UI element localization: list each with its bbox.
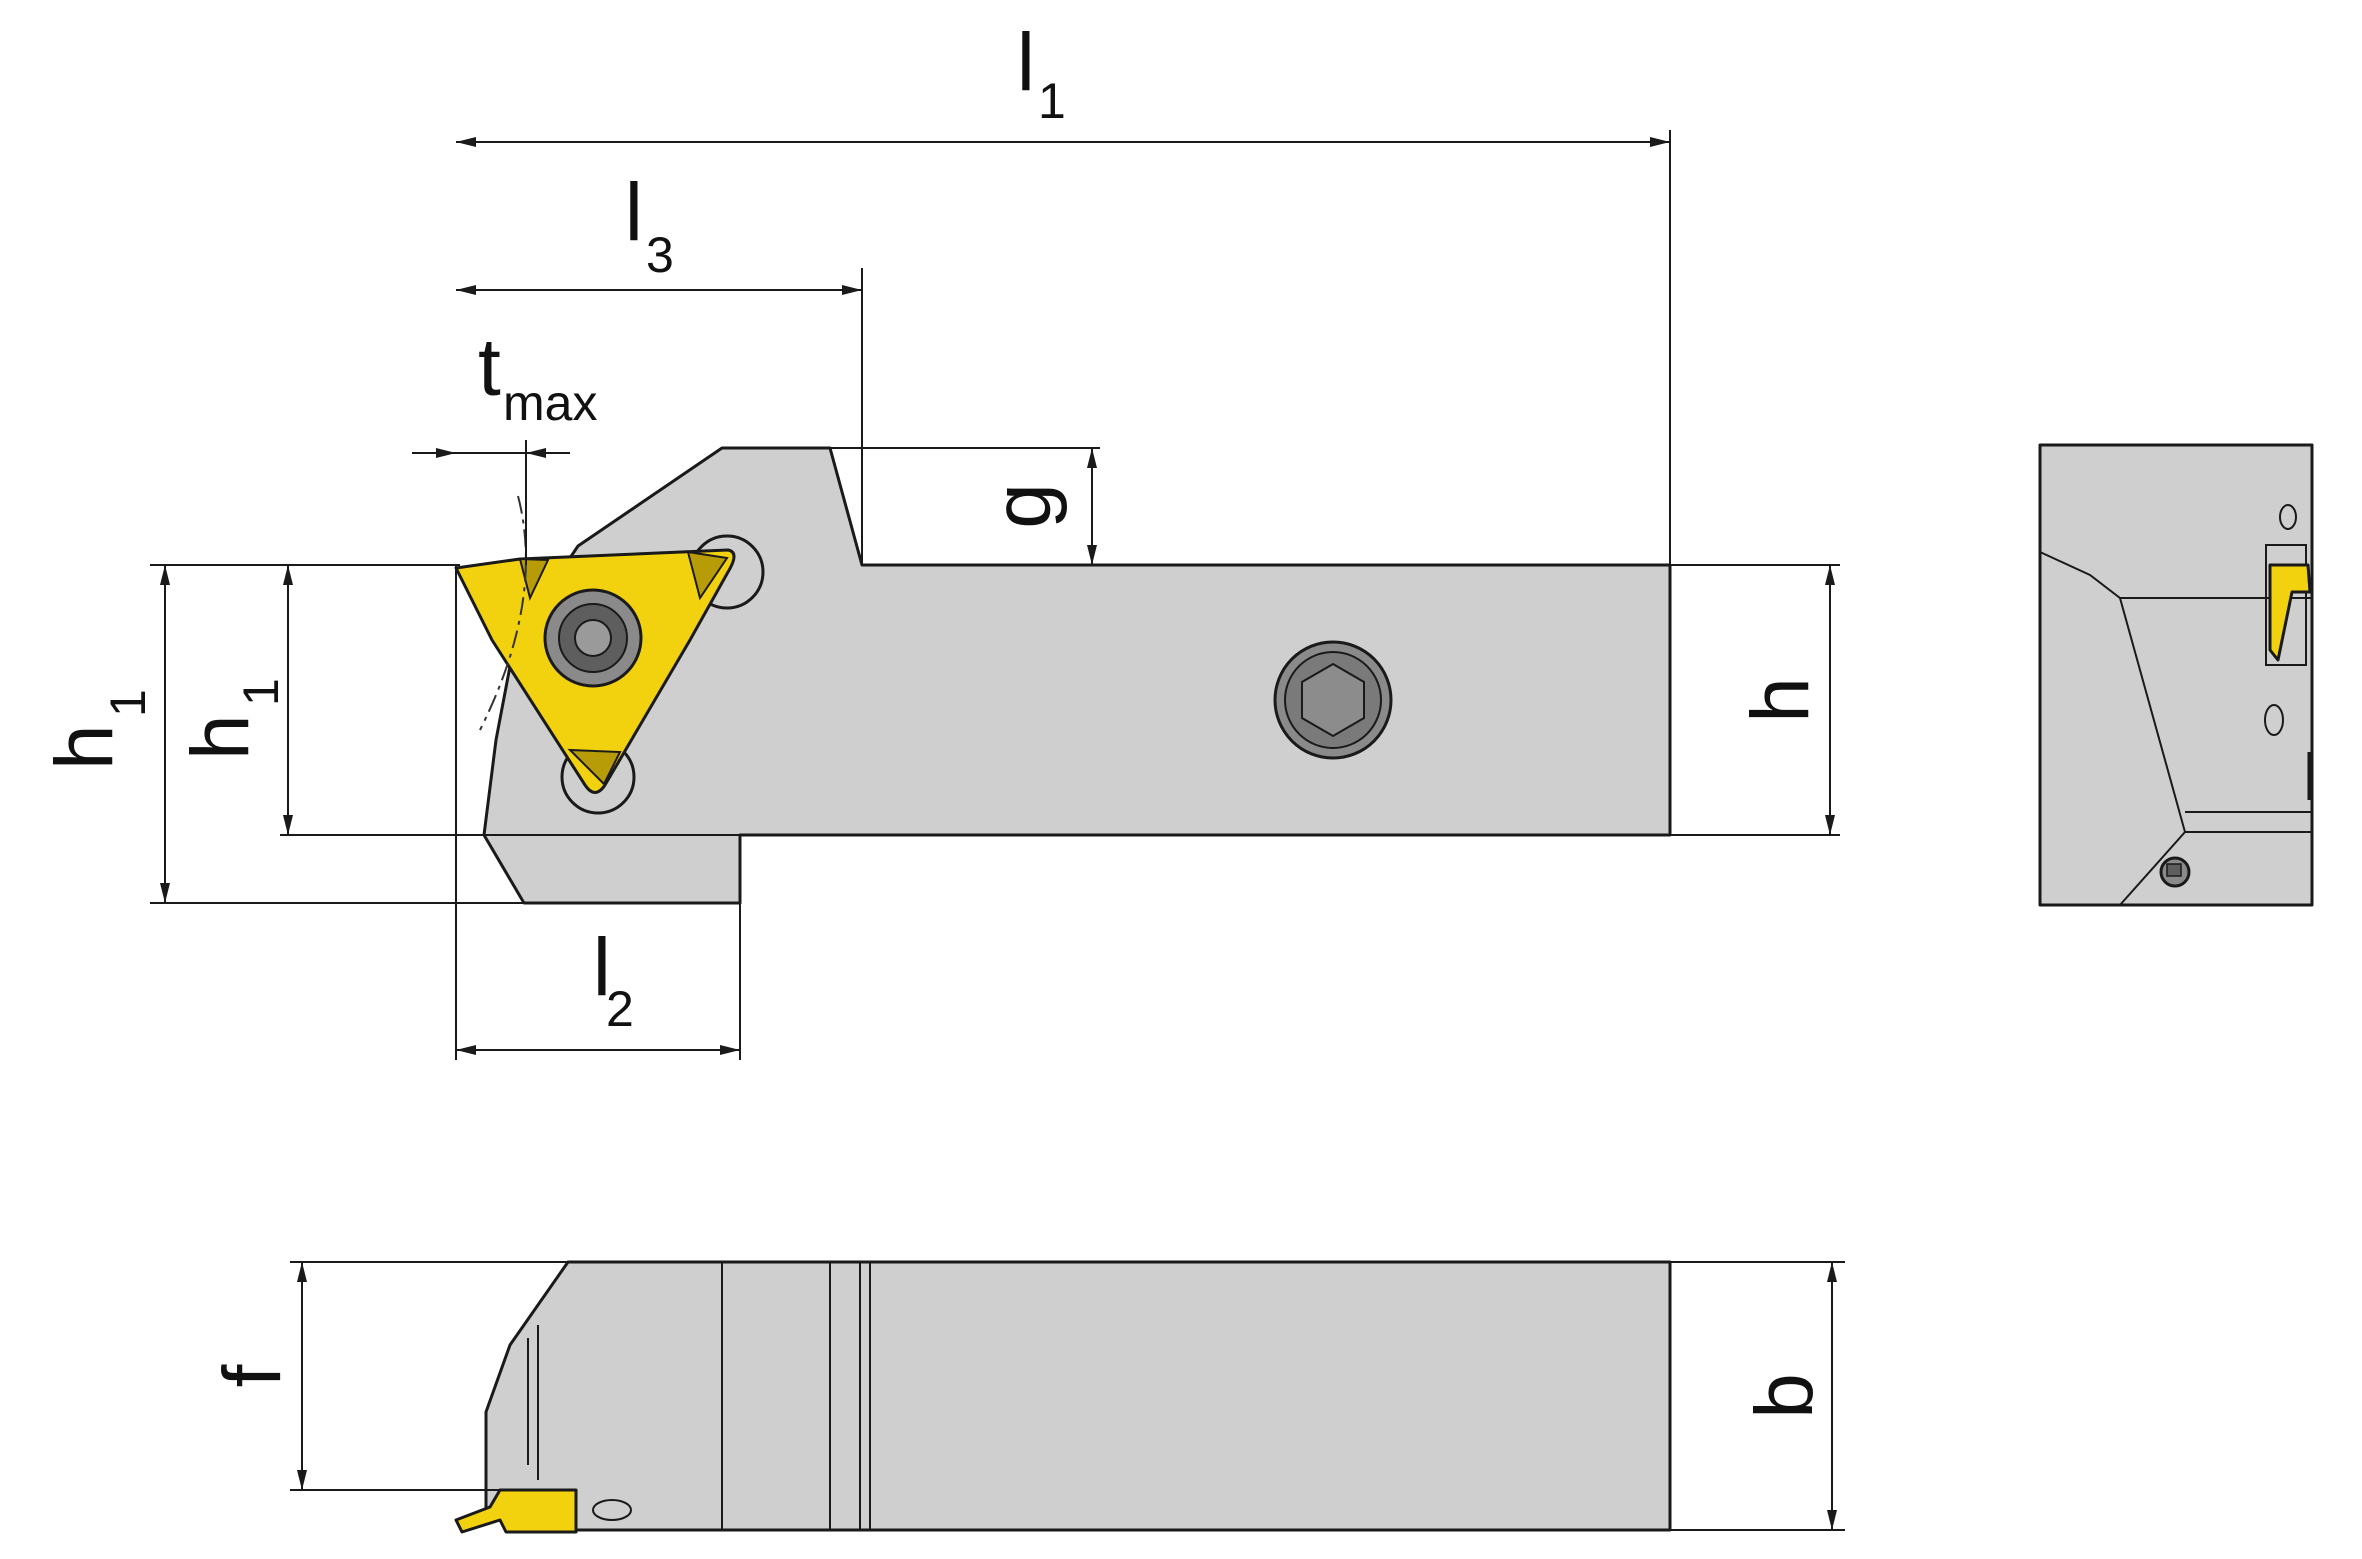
side-body [2038, 443, 2314, 907]
label-h1-inner: h [175, 714, 266, 760]
front-view: l 1 l 3 t max g h 1 h 1 h l 2 [39, 17, 1840, 1060]
insert-flank-top [686, 550, 729, 601]
label-tmax: t [478, 322, 501, 413]
side-insert-slot [2265, 544, 2307, 666]
side-hole-mid [2264, 704, 2284, 736]
side-insert [2268, 563, 2312, 662]
label-l1-sub: 1 [1038, 73, 1066, 129]
side-chamfer-bottom [2119, 831, 2186, 906]
label-h1-outer-sub: 1 [100, 689, 156, 717]
label-f: f [207, 1364, 298, 1387]
label-h: h [1735, 677, 1826, 723]
side-screw-socket [2166, 863, 2182, 877]
label-l2: l [593, 922, 611, 1013]
side-chamfer-top [2039, 551, 2312, 599]
label-h1-inner-sub: 1 [233, 678, 289, 706]
top-view: f b [207, 1260, 1845, 1534]
top-hole [592, 1499, 632, 1521]
label-l3: l [625, 167, 643, 258]
label-b: b [1739, 1373, 1830, 1419]
top-body [484, 1260, 1672, 1532]
label-l2-sub: 2 [606, 981, 634, 1037]
label-l3-sub: 3 [646, 227, 674, 283]
top-insert [454, 1488, 578, 1534]
label-h1-outer: h [39, 724, 130, 770]
insert-flank-bottom [567, 748, 622, 786]
side-hole-top [2279, 504, 2297, 530]
label-g: g [977, 483, 1068, 529]
hex-socket [1301, 662, 1365, 738]
label-tmax-sub: max [503, 375, 597, 431]
torx-socket [574, 619, 612, 657]
label-l1: l [1017, 17, 1035, 108]
center-arc [479, 495, 527, 731]
side-view [2038, 443, 2314, 907]
